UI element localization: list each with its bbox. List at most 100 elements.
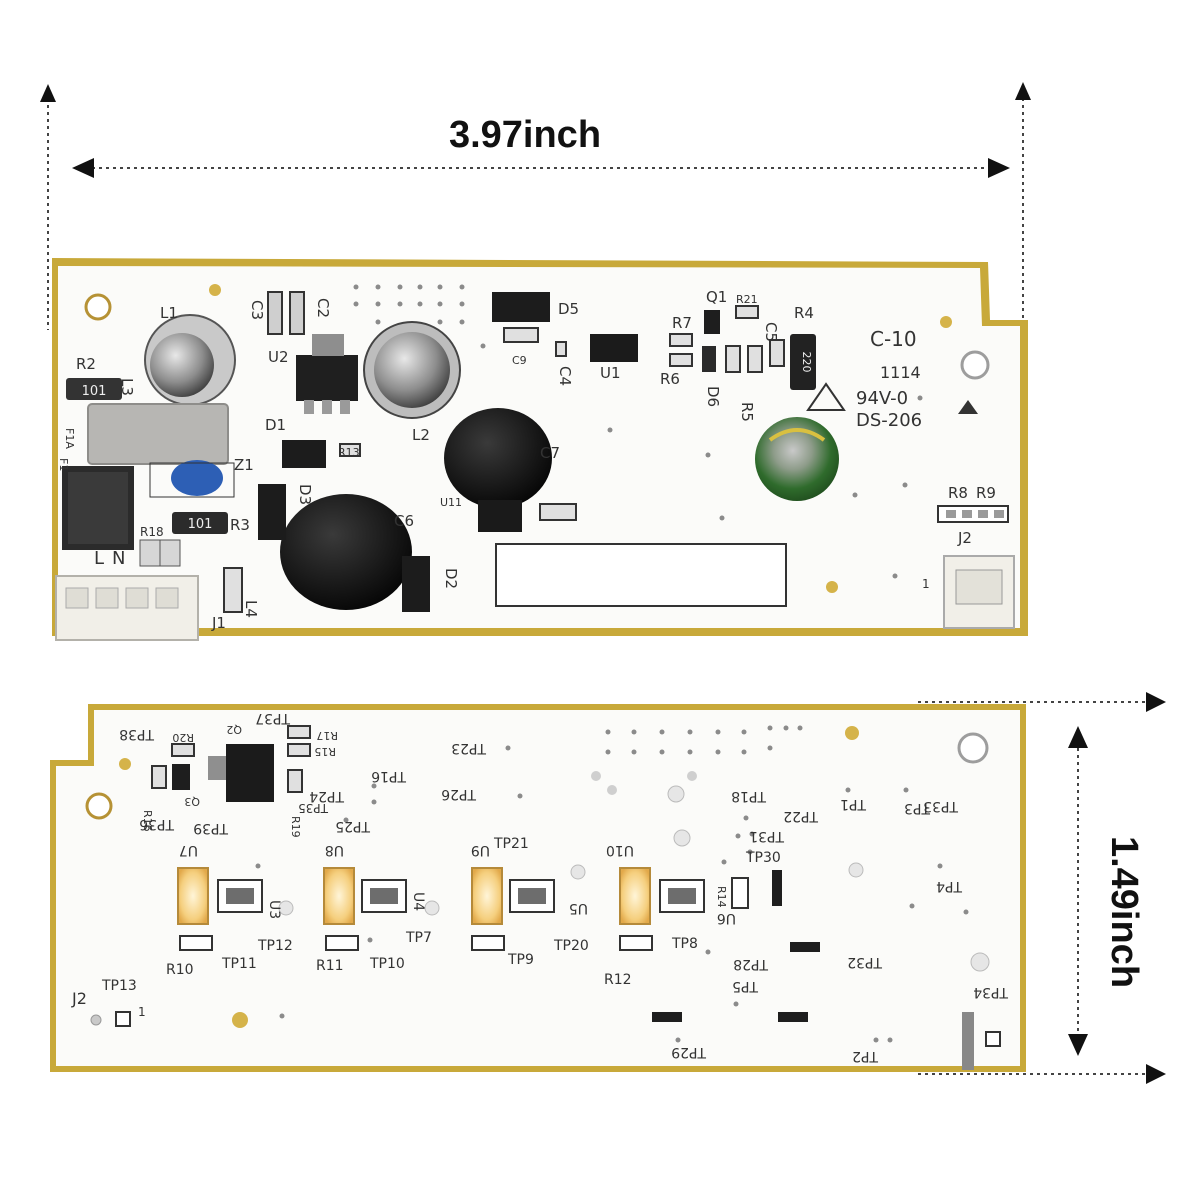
svg-text:J1: J1 [211,614,226,632]
svg-text:U9: U9 [471,842,490,858]
x-capacitor [87,403,229,465]
arrow-up-icon [1068,726,1088,748]
svg-text:TP13: TP13 [101,978,137,994]
capacitor-c7 [444,408,552,508]
svg-text:R11: R11 [316,958,344,974]
svg-text:TP32: TP32 [847,954,883,970]
test-pad [845,726,859,740]
svg-text:C5: C5 [762,322,780,342]
svg-text:R16: R16 [141,810,154,832]
svg-text:R20: R20 [172,731,194,744]
svg-text:L2: L2 [412,426,430,444]
svg-text:TP7: TP7 [405,930,432,946]
diode-d2 [402,556,430,612]
svg-text:L3: L3 [118,378,136,396]
svg-text:C2: C2 [314,298,332,318]
svg-text:J2: J2 [71,989,87,1008]
svg-text:U4: U4 [410,892,426,911]
svg-text:U5: U5 [569,900,588,916]
optocoupler-u1 [590,334,638,362]
svg-text:TP38: TP38 [119,726,155,742]
svg-text:F1: F1 [57,458,70,471]
svg-text:R15: R15 [314,745,336,758]
height-dimension-label: 1.49inch [1103,836,1145,988]
resistor-mark: 220 [800,352,813,373]
date-code: 1114 [880,363,921,382]
svg-text:R21: R21 [736,293,758,306]
svg-text:TP2: TP2 [852,1048,879,1064]
mounting-hole [957,732,989,764]
svg-text:TP8: TP8 [671,936,698,952]
svg-text:R4: R4 [794,304,814,322]
svg-text:R2: R2 [76,355,96,373]
mounting-hole [85,792,113,820]
svg-text:Q1: Q1 [706,288,727,306]
svg-text:R9: R9 [976,484,996,502]
resistor-mark: 101 [188,517,213,532]
svg-text:U11: U11 [440,496,462,509]
svg-text:R18: R18 [140,525,164,539]
svg-text:R17: R17 [316,729,338,742]
svg-text:J2: J2 [957,529,972,547]
diode-d1 [282,440,326,468]
led [323,867,355,925]
svg-text:Q3: Q3 [184,795,200,808]
svg-text:TP10: TP10 [369,956,405,972]
board-code: C-10 [870,327,917,351]
svg-text:N: N [112,548,125,569]
svg-text:TP39: TP39 [193,820,229,836]
via-dots [255,725,969,1043]
inductor-l2 [374,332,450,408]
svg-text:U6: U6 [717,910,736,926]
svg-text:1: 1 [922,577,930,591]
svg-text:TP16: TP16 [371,768,407,784]
svg-text:R19: R19 [289,816,302,838]
svg-text:L4: L4 [242,600,260,618]
arrow-right-icon [1146,692,1166,712]
led-cluster-2 [323,867,407,951]
svg-text:L1: L1 [160,304,178,322]
svg-text:TP34: TP34 [973,984,1009,1000]
led-cluster-3 [471,867,555,951]
svg-text:R5: R5 [738,402,756,422]
diode-d5 [492,292,550,322]
svg-text:TP4: TP4 [936,878,963,894]
svg-text:TP37: TP37 [255,710,291,726]
flammability-rating: 94V-0 [856,388,908,409]
svg-text:D6: D6 [704,386,722,407]
bottom-pcb-board: TP1 TP2 TP3 TP4 TP5 TP7 TP8 TP9 TP10 TP1… [50,704,1026,1072]
capacitor-c6 [280,494,412,610]
svg-text:Z1: Z1 [234,456,254,474]
svg-text:TP36: TP36 [139,816,175,832]
svg-text:C4: C4 [556,366,574,386]
test-pad [940,316,952,328]
svg-text:D1: D1 [265,416,286,434]
led [471,867,503,925]
resistor-mark: 101 [82,384,107,399]
arrow-down-icon [1068,1034,1088,1056]
triangle-icon [958,400,978,414]
top-pcb-board: 101 101 [52,258,1028,641]
svg-text:TP3: TP3 [904,800,931,816]
resistor-r4 [790,334,816,390]
svg-text:D2: D2 [442,568,460,589]
svg-text:C9: C9 [512,354,527,367]
led-cluster-1 [177,867,263,951]
mounting-hole [960,350,990,380]
svg-text:R6: R6 [660,370,680,388]
svg-text:C7: C7 [540,444,560,462]
svg-text:R3: R3 [230,516,250,534]
test-pad [209,284,221,296]
svg-text:TP20: TP20 [553,938,589,954]
svg-text:TP24: TP24 [309,788,345,804]
svg-text:U3: U3 [266,900,282,919]
svg-text:TP33: TP33 [923,798,959,814]
svg-text:F1A: F1A [63,428,76,449]
svg-text:U8: U8 [325,842,344,858]
svg-text:TP26: TP26 [441,786,477,802]
mounting-hole [84,293,112,321]
svg-text:1: 1 [138,1005,146,1019]
arrow-right-icon [988,158,1010,178]
svg-text:TP29: TP29 [671,1044,707,1060]
arrow-up-icon [40,84,56,102]
